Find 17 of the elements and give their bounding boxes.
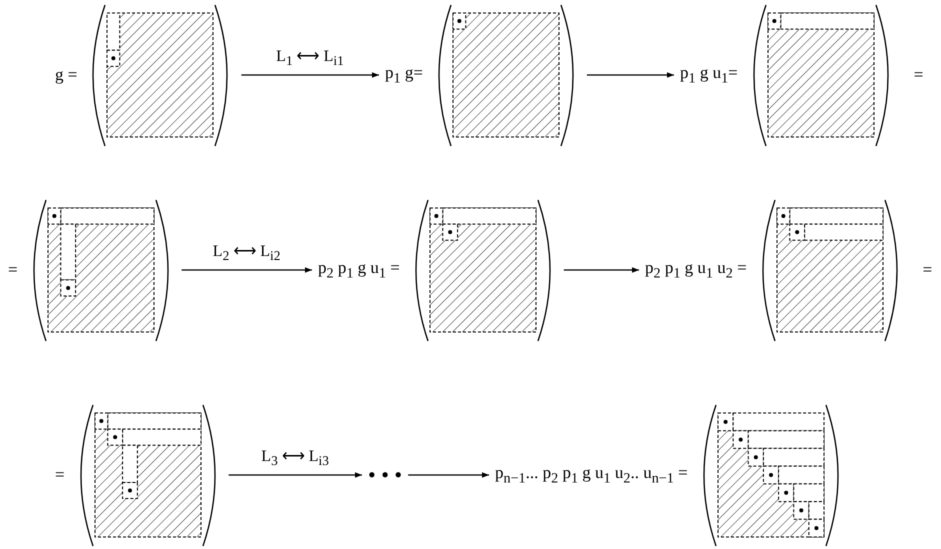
formula-text: p$_{1}$ g u$_{1}$= (680, 62, 738, 88)
formula-text: p$_{n−1}$... p$_{2}$ p$_{1}$ g u$_{1}$ u$_{2}$.. u$_{n−1}$ = (495, 462, 688, 488)
formula-text: = (914, 65, 924, 85)
arrow (182, 267, 312, 273)
ellipsis-dots: • • • (368, 462, 402, 488)
arrow (408, 472, 489, 478)
arrow (228, 472, 362, 478)
arrow (241, 72, 379, 78)
arrow (586, 72, 674, 78)
formula-text: p$_{2}$ p$_{1}$ g u$_{1}$ = (318, 258, 400, 282)
formula-text: = (55, 465, 65, 485)
formula-text: = (8, 260, 18, 280)
formula-text: p$_{1}$ g= (385, 62, 423, 88)
formula-text: g = (55, 65, 78, 85)
formula-text: = (922, 260, 932, 280)
arrow (564, 267, 639, 273)
formula-text: p$_{2}$ p$_{1}$ g u$_{1}$ u$_{2}$ = (645, 258, 747, 282)
